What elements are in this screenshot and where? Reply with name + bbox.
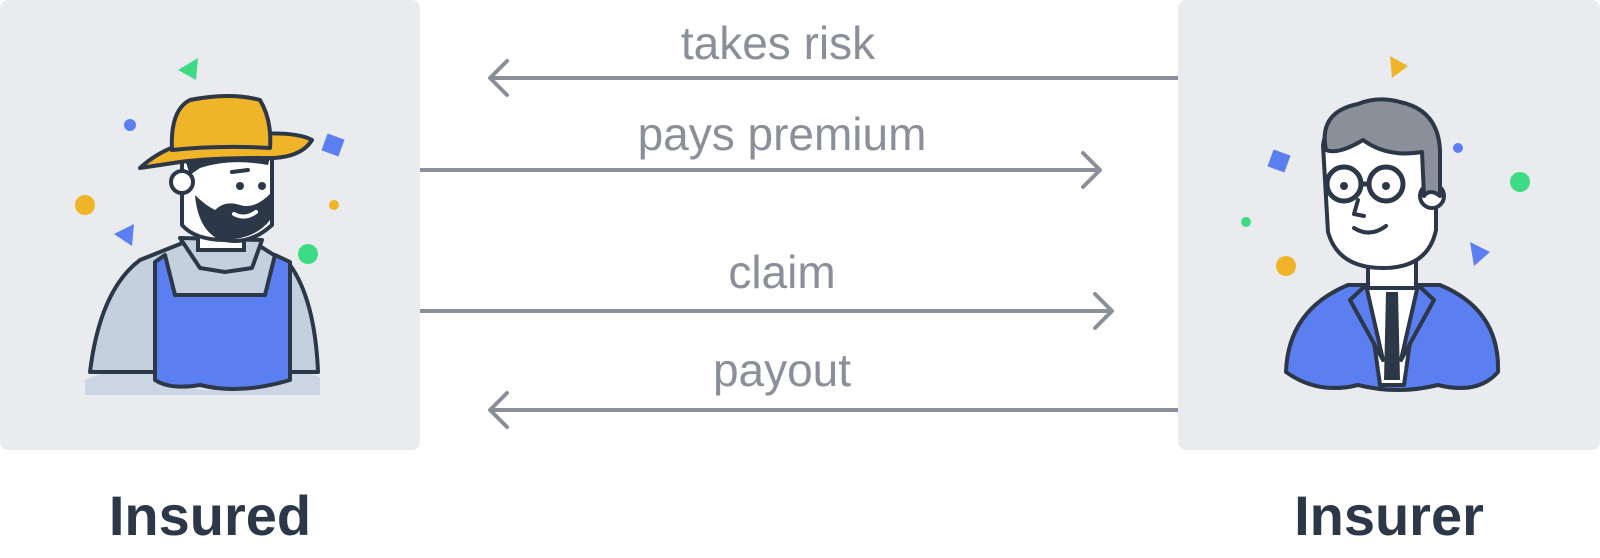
confetti-blue-dot bbox=[124, 119, 136, 131]
confetti-yellow-dot bbox=[75, 195, 95, 215]
arrowhead bbox=[488, 391, 509, 429]
arrow-takes-risk bbox=[488, 59, 1178, 97]
confetti-green-dot bbox=[1510, 172, 1530, 192]
confetti-green-small-dot bbox=[1241, 217, 1251, 227]
confetti-blue-triangle bbox=[1470, 242, 1490, 266]
arrowhead bbox=[1081, 151, 1102, 189]
insurer-panel bbox=[1178, 0, 1600, 450]
flow-label-payout: payout bbox=[712, 344, 852, 396]
confetti-blue-square bbox=[1267, 149, 1291, 173]
confetti-green-triangle bbox=[178, 58, 198, 80]
arrow-pays-premium bbox=[420, 151, 1102, 189]
arrowhead bbox=[1093, 292, 1114, 330]
confetti-yellow-dot bbox=[1276, 256, 1296, 276]
arrowhead bbox=[488, 59, 509, 97]
confetti-blue-triangle bbox=[114, 224, 134, 246]
confetti-green-dot bbox=[298, 244, 318, 264]
insurer-label: Insurer bbox=[1294, 484, 1484, 547]
arrow-payout bbox=[488, 391, 1178, 429]
confetti-yellow-small-dot bbox=[329, 200, 339, 210]
farmer-illustration bbox=[75, 58, 345, 395]
flow-label-claim: claim bbox=[728, 246, 836, 298]
insured-panel bbox=[0, 0, 420, 450]
confetti-blue-dot bbox=[1453, 143, 1463, 153]
insured-label: Insured bbox=[108, 484, 312, 547]
flow-label-pays-premium: pays premium bbox=[637, 108, 927, 160]
flow-label-takes-risk: takes risk bbox=[680, 17, 876, 69]
businessman-illustration bbox=[1241, 56, 1530, 392]
confetti-yellow-triangle bbox=[1390, 56, 1408, 78]
arrow-claim bbox=[420, 292, 1114, 330]
confetti-blue-square bbox=[321, 133, 345, 157]
